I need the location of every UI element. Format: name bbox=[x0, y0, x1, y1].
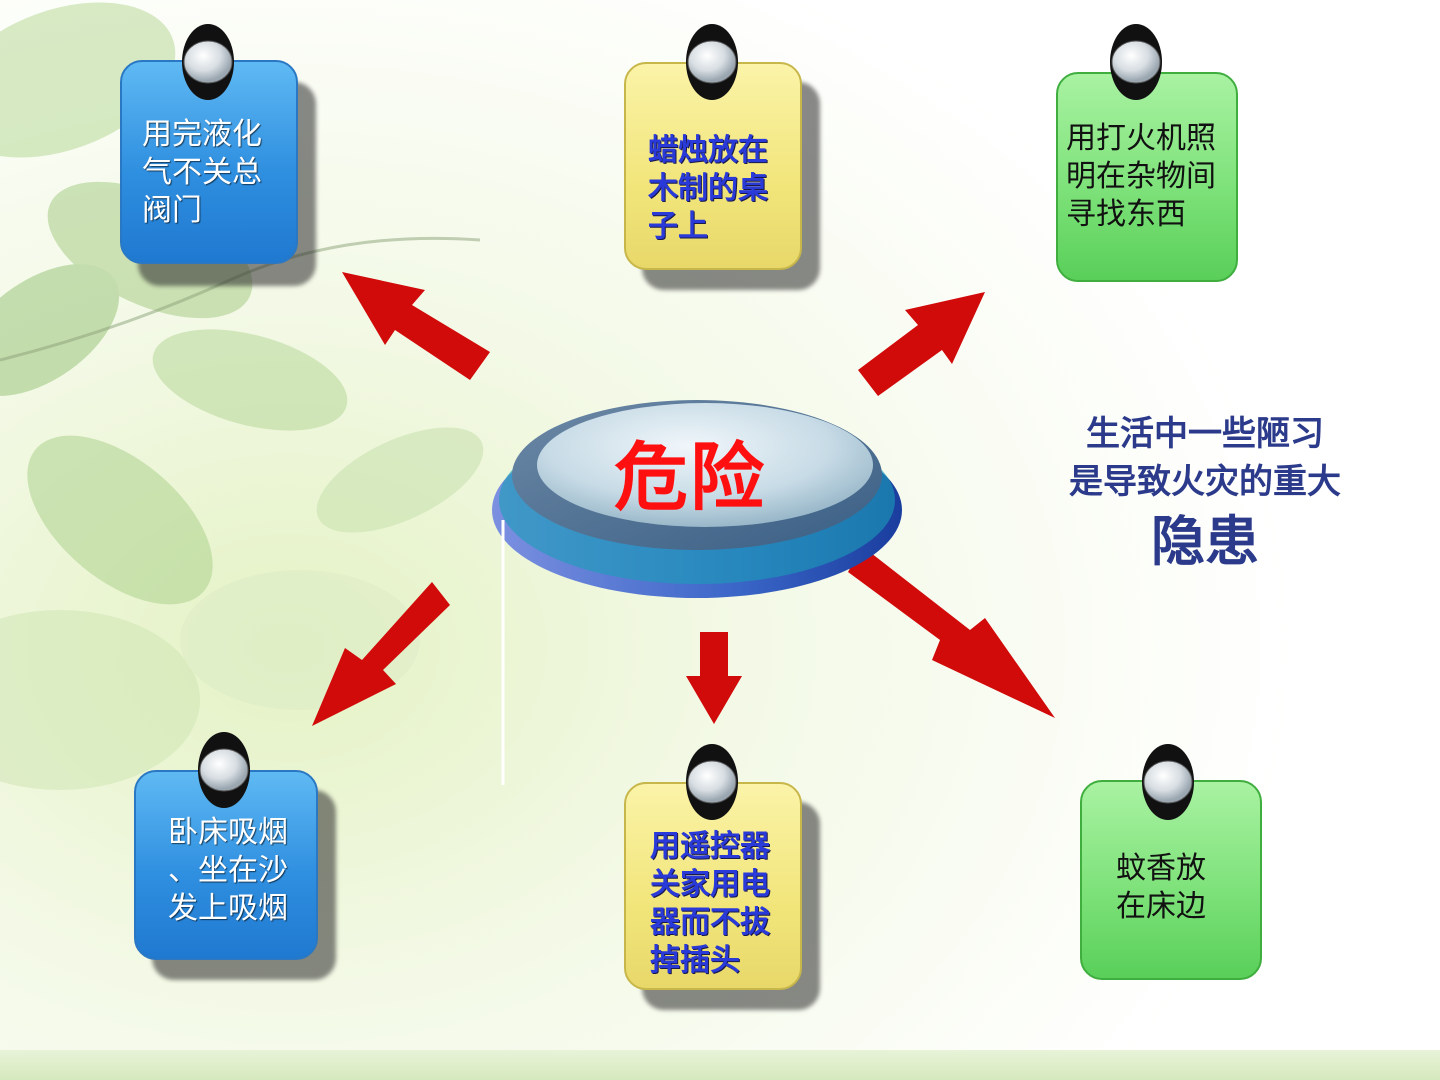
arrow-to-bottom-right bbox=[848, 546, 1055, 718]
card-remote-text: 用遥控器 关家用电 器而不拔 掉插头 bbox=[650, 829, 770, 978]
card-lighter: 用打火机照 明在杂物间 寻找东西 bbox=[1056, 72, 1238, 282]
side-note-line-2: 是导致火灾的重大 bbox=[1069, 462, 1341, 502]
card-gas-valve: 用完液化 气不关总 阀门 bbox=[120, 60, 298, 264]
center-label-danger: 危险 bbox=[614, 435, 766, 521]
arrow-to-top-left bbox=[342, 272, 490, 380]
pushpin-icon bbox=[1110, 24, 1162, 100]
side-note: 生活中一些陋习 是导致火灾的重大 隐患 bbox=[1040, 410, 1370, 578]
pushpin-icon bbox=[686, 744, 738, 820]
card-candle: 蜡烛放在 木制的桌 子上 bbox=[624, 62, 802, 270]
card-smoking: 卧床吸烟 、坐在沙 发上吸烟 bbox=[134, 770, 318, 960]
side-note-line-3: 隐患 bbox=[1151, 510, 1259, 573]
card-mosquito-coil-text: 蚊香放 在床边 bbox=[1116, 851, 1206, 924]
card-candle-text: 蜡烛放在 木制的桌 子上 bbox=[648, 133, 768, 244]
pushpin-icon bbox=[686, 24, 738, 100]
card-gas-valve-text: 用完液化 气不关总 阀门 bbox=[142, 117, 262, 228]
arrow-to-bottom-left bbox=[312, 582, 450, 726]
pushpin-icon bbox=[1142, 744, 1194, 820]
card-smoking-text: 卧床吸烟 、坐在沙 发上吸烟 bbox=[168, 815, 288, 926]
side-note-line-1: 生活中一些陋习 bbox=[1086, 414, 1324, 454]
arrow-to-bottom-center bbox=[686, 632, 742, 724]
center-disc bbox=[492, 400, 902, 598]
pushpin-icon bbox=[198, 732, 250, 808]
card-lighter-text: 用打火机照 明在杂物间 寻找东西 bbox=[1066, 121, 1216, 232]
pushpin-icon bbox=[182, 24, 234, 100]
arrow-to-top-right bbox=[858, 292, 985, 396]
